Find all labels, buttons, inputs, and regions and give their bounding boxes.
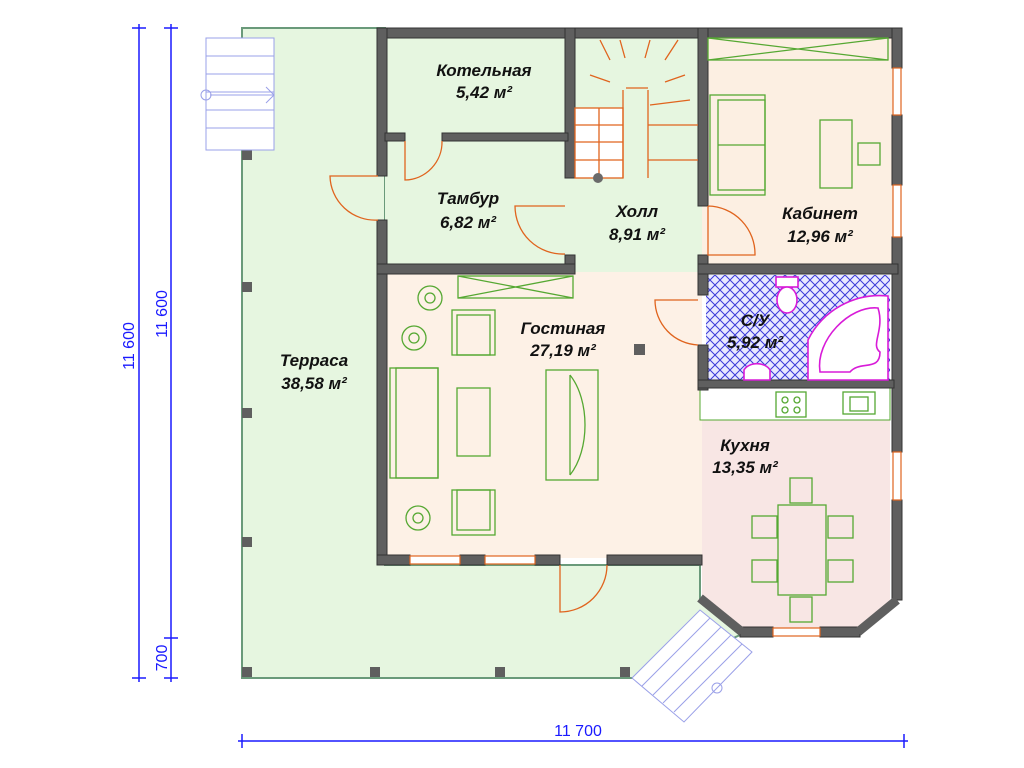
hall-name: Холл	[615, 202, 659, 221]
doors	[329, 140, 756, 613]
living-floor	[385, 272, 702, 558]
study-name: Кабинет	[782, 204, 858, 223]
column	[634, 344, 645, 355]
furniture	[389, 37, 889, 623]
kitchen-floor	[702, 420, 890, 632]
windows	[409, 67, 902, 637]
kitchen-area: 13,35 м²	[712, 458, 779, 477]
plant-icon	[417, 285, 443, 311]
kitchen-counter	[699, 387, 891, 421]
staircase	[574, 39, 698, 183]
vestibule-floor	[385, 138, 570, 266]
boiler-room-name: Котельная	[436, 61, 531, 80]
dimension-offset: 700	[154, 645, 171, 672]
terrace-stairs-top	[200, 37, 275, 151]
boiler-room-floor	[385, 35, 570, 138]
vestibule-area: 6,82 м²	[440, 213, 497, 232]
study-floor	[702, 35, 895, 268]
sanitary-fixtures	[743, 276, 889, 381]
bathroom-name: С/У	[741, 311, 771, 330]
walls	[376, 27, 903, 638]
study-area: 12,96 м²	[787, 227, 854, 246]
kitchen-name: Кухня	[720, 436, 770, 455]
terrace-area: 38,58 м²	[281, 374, 348, 393]
dimension-inner-height: 11 600	[154, 290, 171, 338]
hall-area: 8,91 м²	[609, 225, 666, 244]
vestibule-name: Тамбур	[437, 189, 499, 208]
living-room-area: 27,19 м²	[529, 341, 597, 360]
terrace-stairs-bottom	[631, 609, 753, 723]
dimension-outer-height: 11 600	[121, 322, 138, 370]
plant-icon	[405, 505, 431, 531]
living-room-name: Гостиная	[521, 319, 606, 338]
dimension-lines	[132, 24, 908, 748]
terrace-railing	[242, 150, 630, 677]
dimension-width: 11 700	[554, 723, 602, 740]
plant-icon	[401, 325, 427, 351]
bathroom-area: 5,92 м²	[727, 333, 784, 352]
terrace-name: Терраса	[280, 351, 348, 370]
boiler-room-area: 5,42 м²	[456, 83, 513, 102]
